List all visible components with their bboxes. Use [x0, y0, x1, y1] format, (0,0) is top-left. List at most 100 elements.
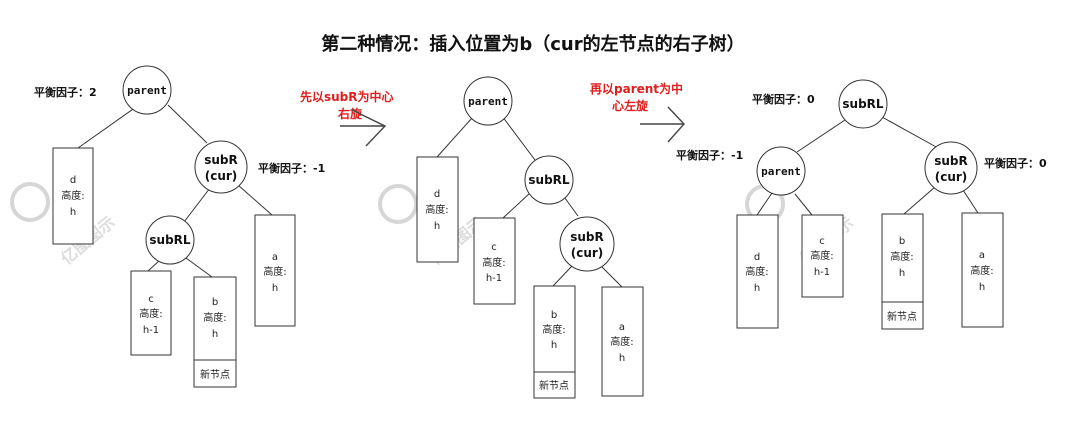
- edge-subRL-c: [147, 259, 161, 272]
- subtree-b-2-height-label: 高度:: [542, 323, 565, 336]
- subtree-b: [193, 276, 237, 361]
- new-node-box-3: [881, 301, 924, 330]
- balance-factor-parent: 平衡因子：2: [34, 85, 97, 99]
- subtree-c: [130, 270, 172, 356]
- subtree-a-height: h: [272, 283, 278, 294]
- subtree-d-name: d: [70, 175, 76, 186]
- subtree-d-3: [736, 214, 779, 329]
- subtree-d-2-height: h: [434, 221, 440, 232]
- balance-factor-subRL-3: 平衡因子：0: [752, 92, 815, 106]
- edge-parent-subRL-2: [501, 115, 536, 161]
- edge-parent-d: [77, 106, 137, 149]
- page-title: 第二种情况：插入位置为b（cur的左节点的右子树）: [321, 33, 744, 55]
- subtree-b-name: b: [212, 297, 218, 308]
- subtree-d-height-label: 高度:: [61, 189, 84, 202]
- subtree-b-2-height: h: [551, 340, 557, 351]
- step-2: 再以parent为中 心左旋: [590, 81, 685, 143]
- edge-subR-b-2: [552, 265, 573, 287]
- new-node-3-label: 新节点: [887, 310, 917, 323]
- balance-factor-subR: 平衡因子：-1: [258, 161, 325, 175]
- node-subR-3-label: subR: [934, 154, 968, 168]
- node-subR: [194, 140, 248, 194]
- subtree-c-3-height: h-1: [814, 267, 830, 278]
- subtree-c-name: c: [148, 294, 154, 305]
- subtree-a-2-height: h: [619, 353, 625, 364]
- subtree-a-3-name: a: [979, 250, 985, 261]
- subtree-c-2: [473, 217, 516, 305]
- node-parent-3: [756, 146, 806, 196]
- subtree-c-height-label: 高度:: [139, 307, 162, 320]
- subtree-d-3-name: d: [754, 252, 760, 263]
- subtree-a-2: [601, 286, 644, 397]
- diagram-after-left-rotation: 平衡因子：0 平衡因子：-1 平衡因子：0 subRL parent subR …: [676, 79, 1047, 330]
- edge-parent-c-3: [794, 193, 813, 216]
- node-parent: [122, 65, 172, 115]
- subtree-c-3-name: c: [819, 236, 825, 247]
- edge-subRL-parent-3: [796, 117, 849, 153]
- new-node-box-2: [533, 371, 576, 399]
- node-subR-label: subR: [204, 153, 238, 167]
- node-subRL-label: subRL: [149, 233, 191, 247]
- node-subR-sublabel: (cur): [205, 169, 238, 183]
- step-2-text-line1: 再以parent为中: [590, 81, 683, 96]
- subtree-d-3-height: h: [754, 283, 760, 294]
- new-node-label: 新节点: [200, 368, 230, 381]
- node-parent-3-label: parent: [761, 165, 801, 178]
- subtree-a-2-name: a: [619, 322, 625, 333]
- edge-subRL-subR-3: [881, 116, 939, 149]
- node-parent-2-label: parent: [468, 95, 508, 108]
- edge-subRL-b: [185, 257, 213, 278]
- node-subRL-3: [838, 79, 888, 129]
- subtree-b-height: h: [212, 329, 218, 340]
- subtree-a-height-label: 高度:: [263, 265, 286, 278]
- subtree-b-3-name: b: [899, 236, 905, 247]
- node-subR-3: [924, 141, 978, 195]
- node-subRL-2: [524, 155, 574, 205]
- node-parent-label: parent: [127, 84, 167, 97]
- node-subRL-3-label: subRL: [842, 97, 884, 111]
- subtree-c-3: [801, 214, 844, 298]
- new-node-box: [193, 359, 237, 388]
- subtree-a-3-height: h: [979, 282, 985, 293]
- diagram-after-right-rotation: parent subRL subR (cur) d 高度: h c 高度: h-…: [416, 76, 644, 399]
- balance-factor-parent-3: 平衡因子：-1: [676, 148, 743, 162]
- node-subR-2-sublabel: (cur): [571, 246, 604, 260]
- subtree-b-3-height: h: [899, 268, 905, 279]
- subtree-c-height: h-1: [143, 325, 159, 336]
- edge-subR-a-2: [599, 264, 623, 288]
- subtree-a-3-height-label: 高度:: [970, 264, 993, 277]
- edge-subR-subRL: [183, 187, 211, 223]
- diagram-before: 平衡因子：2 平衡因子：-1 parent subR (cur) subRL d…: [34, 65, 325, 388]
- subtree-b-3-height-label: 高度:: [890, 250, 913, 263]
- edge-subR-a: [237, 184, 273, 216]
- subtree-b-2-name: b: [551, 310, 557, 321]
- balance-factor-subR-3: 平衡因子：0: [984, 156, 1047, 170]
- subtree-c-2-height: h-1: [486, 273, 502, 284]
- subtree-c-3-height-label: 高度:: [810, 249, 833, 262]
- subtree-b-height-label: 高度:: [203, 311, 226, 324]
- subtree-b-3: [881, 213, 924, 303]
- node-subR-3-sublabel: (cur): [935, 170, 968, 184]
- subtree-c-2-height-label: 高度:: [482, 256, 505, 269]
- step-1-text-line1: 先以subR为中心: [300, 89, 394, 104]
- subtree-a-2-height-label: 高度:: [610, 335, 633, 348]
- node-subRL-2-label: subRL: [528, 173, 570, 187]
- subtree-b-2: [533, 285, 576, 373]
- new-node-2-label: 新节点: [539, 379, 569, 392]
- step-1-text-line2: 右旋: [337, 106, 363, 121]
- edge-parent-d-3: [756, 192, 773, 216]
- subtree-d-2-name: d: [434, 189, 440, 200]
- subtree-a-name: a: [272, 252, 278, 263]
- step-1: 先以subR为中心 右旋: [300, 89, 394, 147]
- edge-subRL-c-2: [502, 192, 531, 219]
- edge-parent-subR: [167, 104, 208, 144]
- edge-parent-d-2: [436, 117, 473, 158]
- edge-subR-a-3: [962, 189, 979, 214]
- subtree-d-height: h: [70, 207, 76, 218]
- node-parent-2: [463, 76, 513, 126]
- node-subRL: [145, 215, 195, 265]
- step-2-text-line2: 心左旋: [612, 98, 649, 113]
- subtree-a: [254, 214, 296, 327]
- node-subR-2-label: subR: [570, 230, 604, 244]
